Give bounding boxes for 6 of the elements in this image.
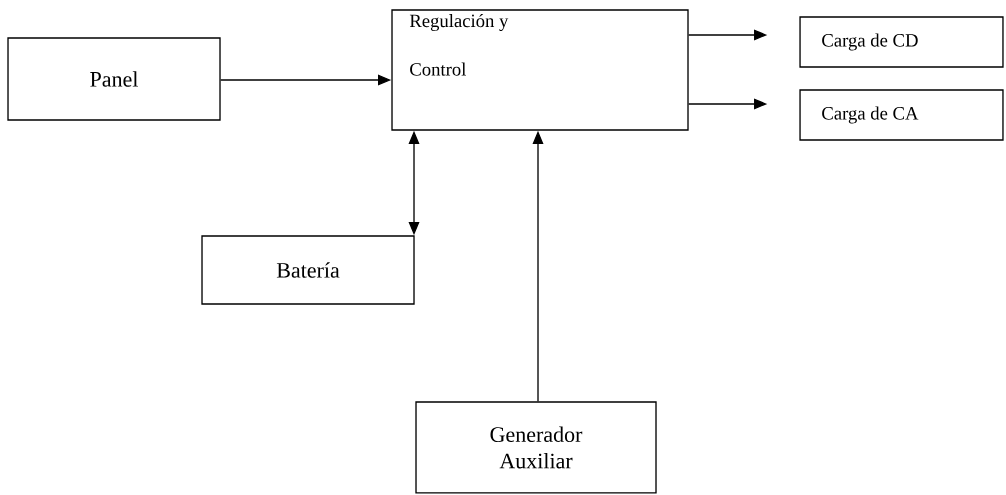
process-box: Carga de CA <box>799 89 1004 141</box>
process-box: Carga de CD <box>799 16 1004 68</box>
process-box: Panel <box>7 37 221 121</box>
process-box: Batería <box>201 235 415 305</box>
process-box: Generador Auxiliar <box>415 401 657 494</box>
process-box: Regulación y Control <box>391 9 689 131</box>
